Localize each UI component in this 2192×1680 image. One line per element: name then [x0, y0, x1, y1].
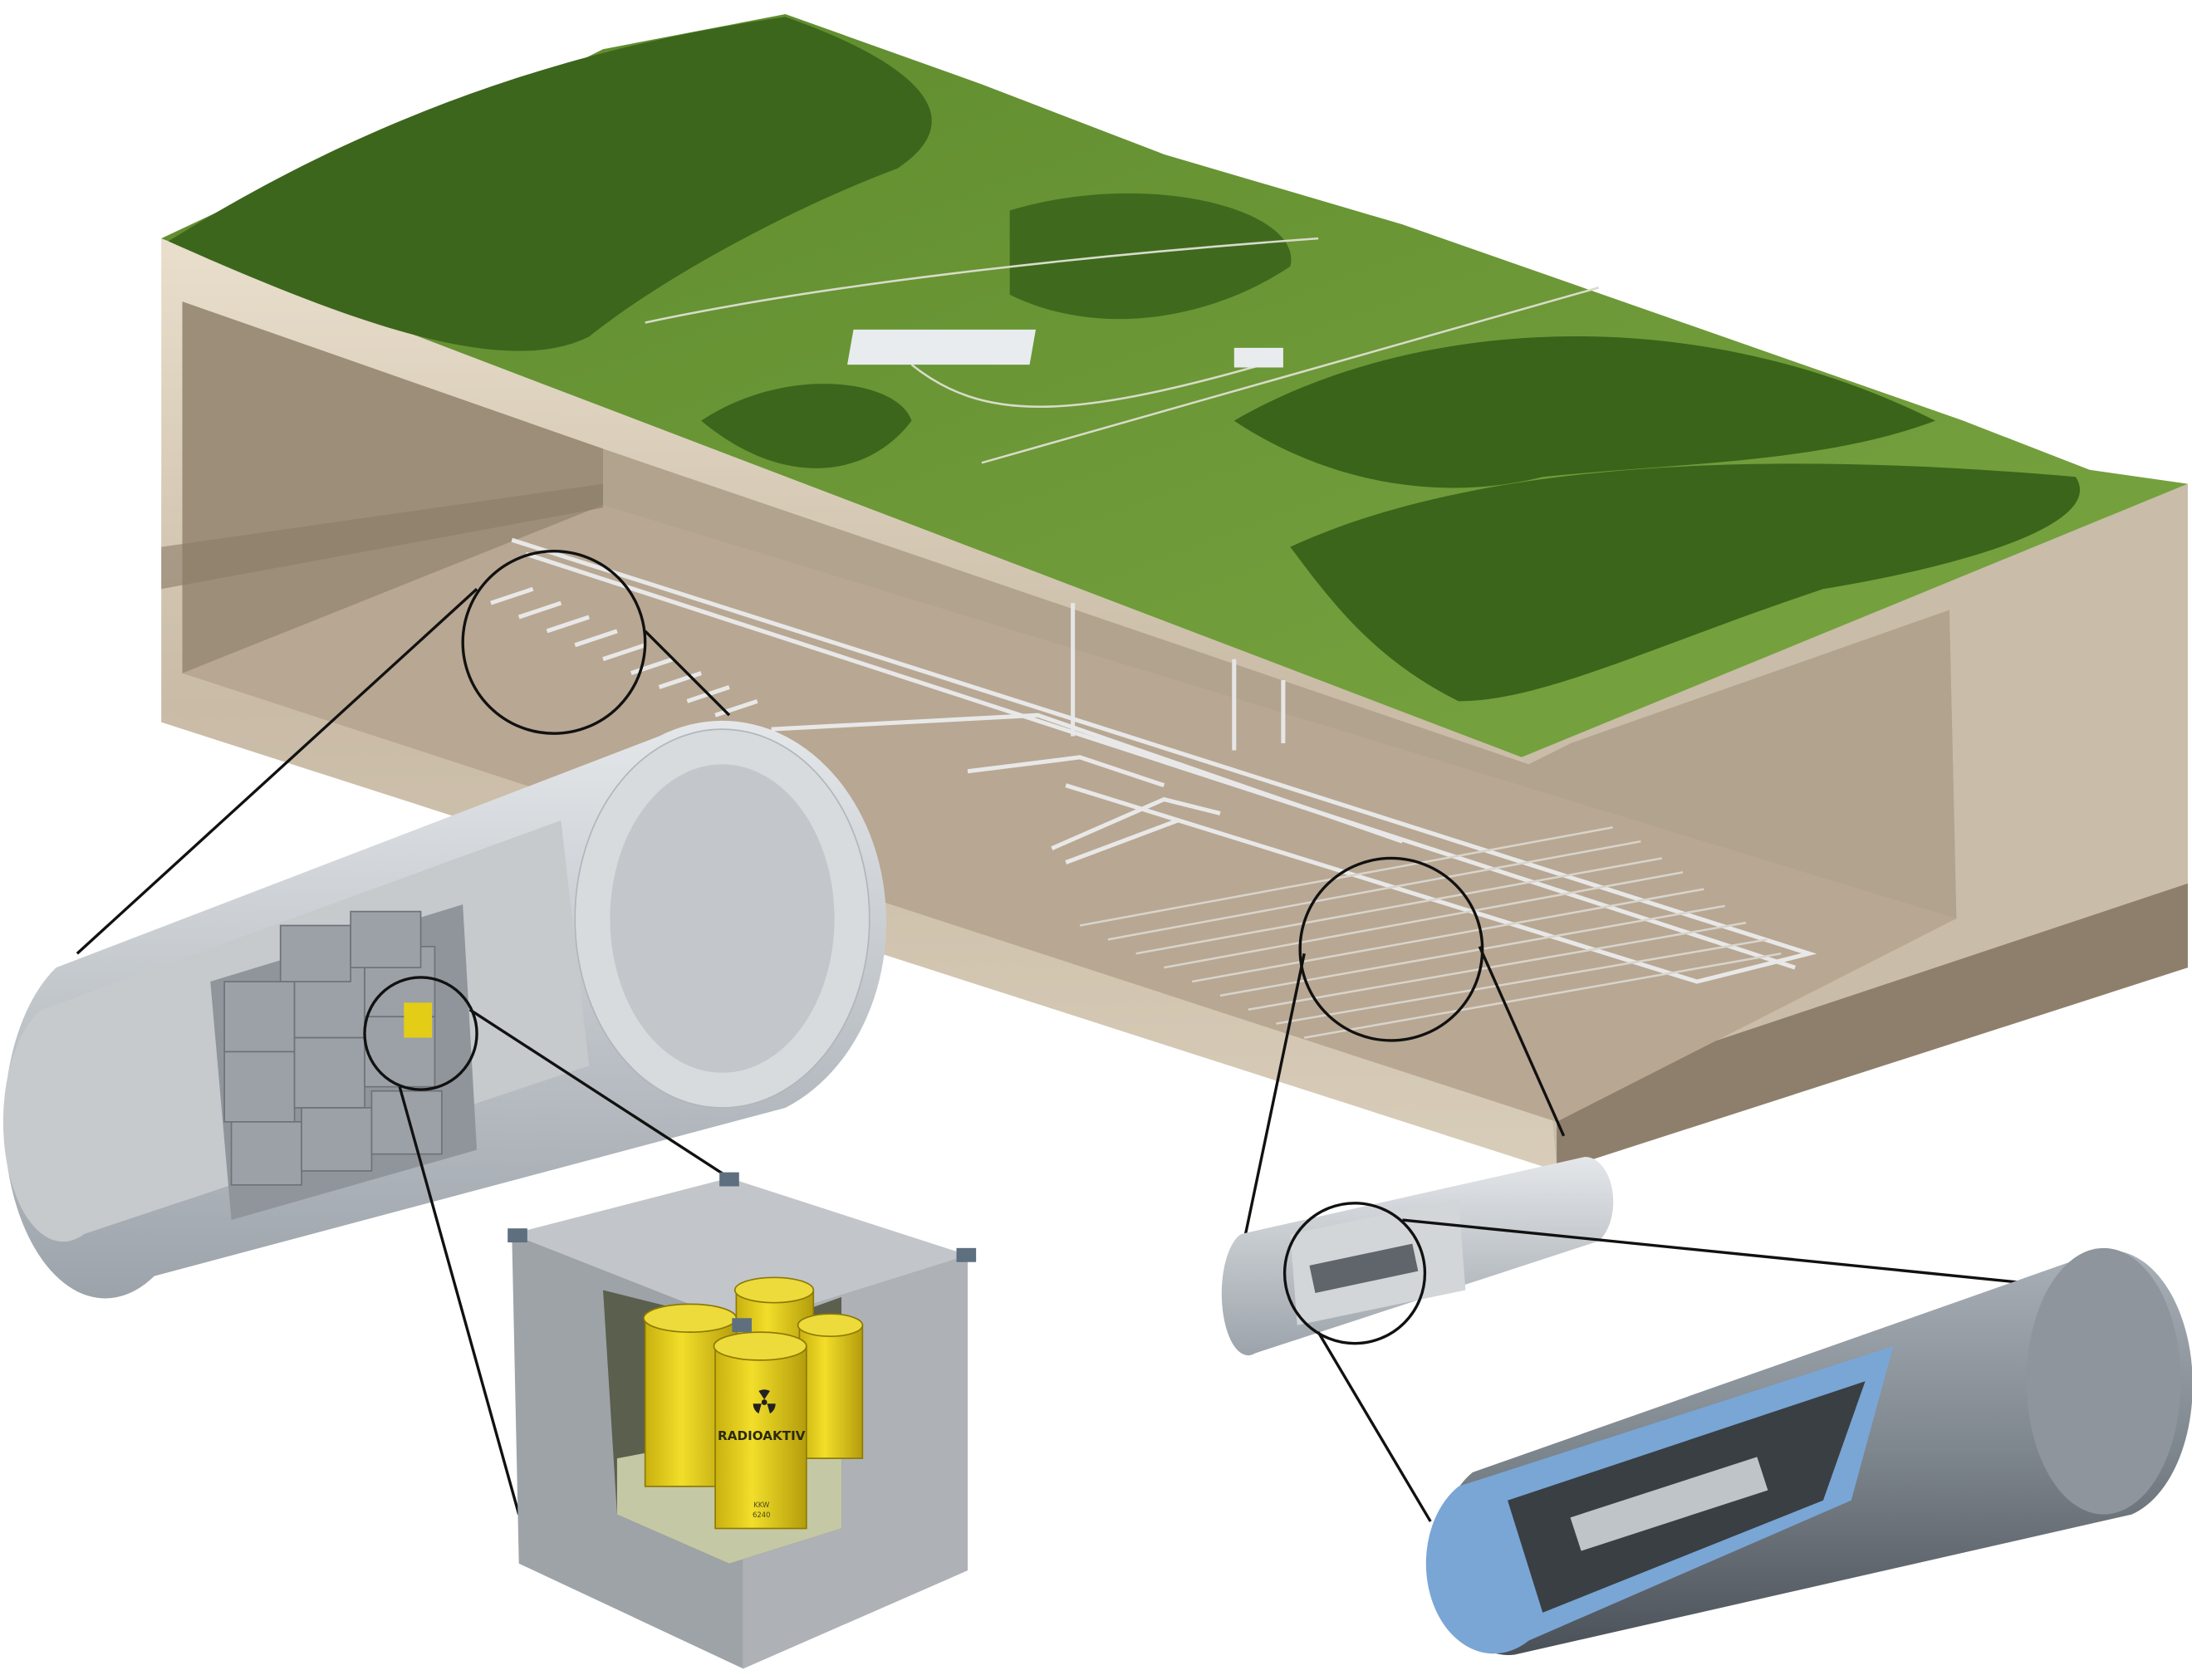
leader-line — [644, 629, 731, 717]
zoom-circle — [461, 549, 647, 735]
disposal-canister-cutaway — [1425, 1247, 2192, 1655]
container-corner-brackets — [508, 1172, 977, 1333]
leader-line — [1478, 946, 1566, 1137]
leader-line — [76, 588, 478, 955]
waste-container-cutaway: RADIOAKTIV KKW 6240 — [508, 1172, 977, 1669]
surface-facility-building — [847, 329, 1037, 365]
forest-area — [168, 17, 932, 351]
strata-band — [161, 483, 604, 590]
container-highlight — [404, 1002, 433, 1038]
forest-area — [1233, 336, 1936, 488]
barrel — [643, 1276, 864, 1530]
radiation-symbol-icon — [753, 1389, 776, 1414]
shafts — [1071, 603, 1286, 751]
zoom-circle — [1282, 1202, 1427, 1345]
surface-facility-building — [1233, 347, 1283, 368]
leader-line — [1402, 1218, 2027, 1285]
barrel-code: 6240 — [753, 1511, 770, 1519]
zoom-circle — [363, 976, 478, 1091]
forest-area — [701, 384, 912, 468]
borehole-cutaway — [1221, 1157, 1614, 1356]
cavity-floor — [182, 504, 1957, 1122]
leader-line — [1317, 1331, 1432, 1522]
cavity-left-wall — [182, 301, 604, 673]
forest-area — [1009, 193, 1292, 320]
barrel-label: RADIOAKTIV — [718, 1428, 806, 1443]
zoom-circle — [1298, 856, 1484, 1042]
forest-area — [1290, 463, 2081, 702]
leader-line — [468, 1008, 730, 1179]
disposal-field-drifts — [1079, 826, 1782, 1039]
block-right-strata — [1557, 883, 2188, 1171]
emplacement-tunnel-cutaway — [2, 720, 887, 1299]
tunnel-network — [490, 537, 1817, 984]
leader-line — [398, 1086, 521, 1516]
surface-road — [645, 237, 1600, 464]
barrel-code: KKW — [753, 1501, 770, 1509]
leader-line — [1239, 953, 1306, 1256]
